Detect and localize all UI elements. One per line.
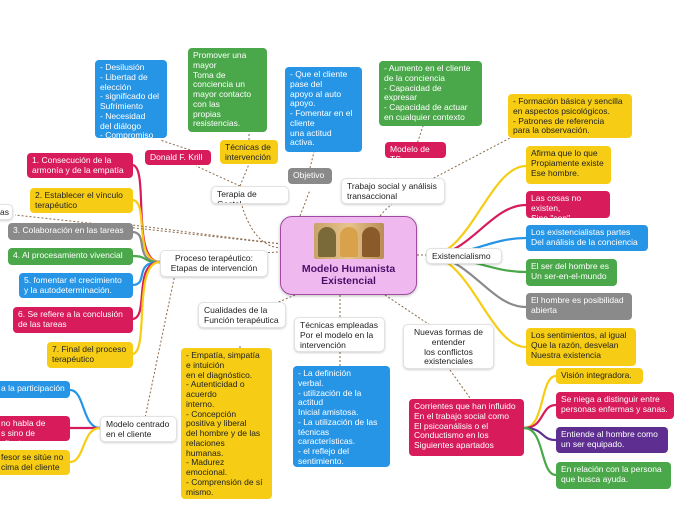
modelo-ts-node[interactable]: Modelo de TS (385, 142, 446, 158)
central-title: Modelo Humanista Existencial (301, 263, 396, 288)
existencialismo-node[interactable]: Existencialismo (426, 248, 502, 264)
centrado-item[interactable]: fesor se sitúe no cima del cliente (0, 450, 70, 475)
trabajo-social-node[interactable]: Trabajo social y análisis transaccional (341, 178, 445, 204)
etapa-item[interactable]: 2. Establecer el vínculo terapéutico (30, 188, 133, 213)
corrientes-item[interactable]: Se niega a distinguir entre personas enf… (556, 392, 674, 419)
proceso-node[interactable]: Proceso terapéutico: Etapas de intervenc… (160, 250, 268, 277)
tecnicas-intervencion-node[interactable]: Técnicas de intervención (220, 140, 278, 164)
etapa-item[interactable]: 5. fomentar el crecimiento y la autodete… (19, 273, 133, 298)
tecnicas-list[interactable]: - La definición verbal. - utilización de… (293, 366, 390, 467)
existencialismo-item[interactable]: Los sentimientos, al igual Que la razón,… (526, 328, 636, 366)
centrado-item[interactable]: a la participación (0, 381, 70, 398)
objetivo-node[interactable]: Objetivo (288, 168, 332, 184)
objetivo-list[interactable]: - Que el cliente pase del apoyo al auto … (285, 67, 362, 152)
cualidades-list[interactable]: - Empatía, simpatía e intuición en el di… (181, 348, 272, 499)
etapa-item[interactable]: 7. Final del proceso terapéutico (47, 342, 133, 368)
centrado-item[interactable]: no habla de s sino de clientes (0, 416, 70, 441)
krill-list[interactable]: - Desilusión - Libertad de elección - si… (95, 60, 167, 138)
tecnicas-empleadas-node[interactable]: Técnicas empleadas Por el modelo en la i… (294, 317, 385, 352)
donald-krill-node[interactable]: Donald F. Krill (145, 150, 211, 165)
central-topic[interactable]: Modelo Humanista Existencial (280, 216, 417, 295)
modelo-ts-list[interactable]: - Aumento en el cliente de la conciencia… (379, 61, 482, 126)
existencialismo-item[interactable]: Afirma que lo que Propiamente existe Ese… (526, 146, 611, 184)
existencialismo-item[interactable]: Los existencialistas partes Del análisis… (526, 225, 648, 251)
existencialismo-item[interactable]: Las cosas no existen, Sino "son" (526, 191, 610, 218)
trabajo-social-list[interactable]: - Formación básica y sencilla en aspecto… (508, 94, 632, 138)
etapa-item[interactable]: 6. Se refiere a la conclusión de las tar… (13, 307, 133, 333)
nuevas-formas-node[interactable]: Nuevas formas de entender los conflictos… (403, 324, 494, 369)
corrientes-item[interactable]: Entiende al hombre como un ser equipado. (556, 427, 668, 453)
etapa-item[interactable]: 3. Colaboración en las tareas (8, 223, 133, 240)
cualidades-node[interactable]: Cualidades de la Función terapéutica (198, 302, 286, 328)
human-figures-illustration (314, 223, 384, 259)
terapia-gestal-node[interactable]: Terapia de Gestal (211, 186, 289, 204)
corrientes-item[interactable]: En relación con la persona que busca ayu… (556, 462, 671, 489)
etapa-item[interactable]: 4. Al procesamiento vivencial (8, 248, 133, 265)
etapa-item[interactable]: 1. Consecución de la armonía y de la emp… (27, 153, 133, 178)
truncated-node[interactable]: as (0, 204, 13, 220)
corrientes-node[interactable]: Corrientes que han influido En el trabaj… (409, 399, 524, 456)
corrientes-item[interactable]: Visión integradora. (556, 368, 643, 384)
gestal-objetivo-node[interactable]: Promover una mayor Toma de conciencia un… (188, 48, 267, 132)
existencialismo-item[interactable]: El ser del hombre es Un ser-en-el-mundo (526, 259, 617, 286)
existencialismo-item[interactable]: El hombre es posibilidad abierta (526, 293, 632, 320)
modelo-centrado-node[interactable]: Modelo centrado en el cliente (100, 416, 177, 442)
